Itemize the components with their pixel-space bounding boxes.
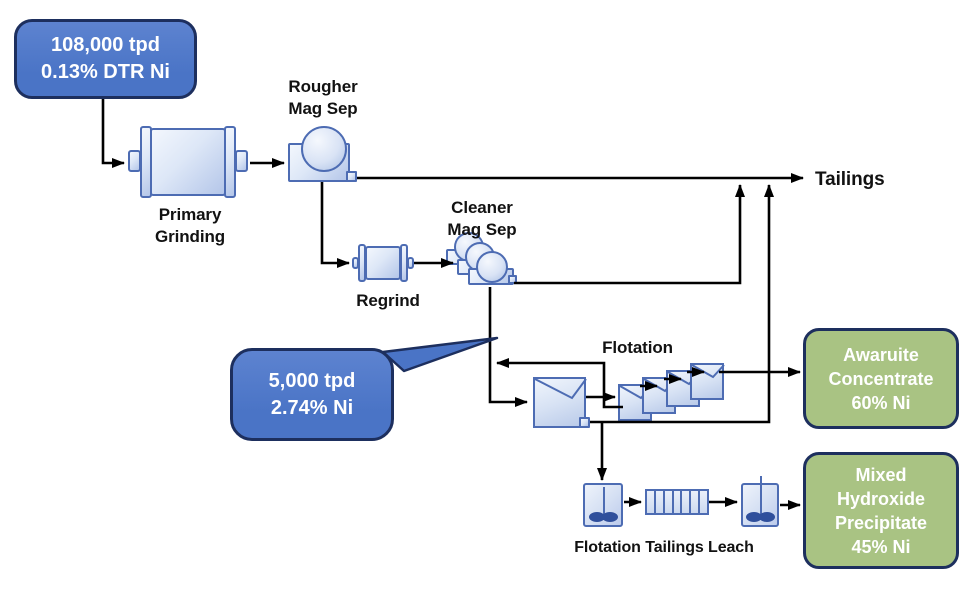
product-line: 45% Ni — [851, 536, 911, 557]
ball-mill-icon — [128, 124, 248, 200]
magsep-drum — [301, 126, 347, 172]
magsep-unit — [468, 251, 521, 289]
filter-icon — [645, 489, 709, 515]
regrind-mill-icon — [352, 242, 414, 284]
filter-plate — [664, 491, 674, 513]
filter-plate — [647, 491, 656, 513]
primary-grinding-label: Primary Grinding — [154, 205, 226, 246]
mixed-hydroxide-precipitate-box: Mixed Hydroxide Precipitate 45% Ni — [803, 452, 959, 569]
product-line: 60% Ni — [851, 392, 911, 413]
magcon-tonnage: 5,000 tpd — [268, 369, 356, 392]
magsep-notch — [346, 171, 357, 182]
feed-tonnage: 108,000 tpd — [51, 34, 160, 56]
callout-pointer — [381, 336, 499, 373]
rougher-mag-separator-icon — [288, 126, 360, 184]
agitator-impeller — [759, 512, 775, 522]
product-line: Precipitate — [834, 512, 928, 533]
cell-discharge-notch — [579, 417, 590, 428]
magcon-grade: 2.74% Ni — [270, 396, 354, 419]
regrind-label: Regrind — [356, 291, 420, 310]
agitator-impeller — [746, 512, 762, 522]
agitator-shaft — [603, 487, 605, 516]
product-line: Mixed — [855, 464, 907, 485]
mill-trunnion — [235, 150, 248, 172]
mill-trunnion — [407, 257, 414, 269]
stream-rougher-mags-to-regrind — [320, 182, 350, 268]
mag-concentrate-callout: 5,000 tpd 2.74% Ni — [230, 348, 394, 441]
feed-grade: 0.13% DTR Ni — [41, 61, 170, 83]
product-line: Concentrate — [828, 368, 934, 389]
leach-tank-icon — [583, 483, 623, 527]
stream-feed-to-mill — [101, 98, 125, 168]
filter-plate — [700, 491, 708, 513]
agitator-shaft — [760, 476, 762, 514]
precipitation-tank-icon — [741, 476, 779, 527]
product-line: Awaruite — [843, 344, 919, 365]
mill-body — [365, 246, 401, 280]
stream-cleaner-mags-to-flotation — [488, 287, 528, 407]
flotation-label: Flotation — [602, 338, 673, 357]
stream-cleaner-nonmags-to-tailings — [514, 184, 745, 285]
filter-plate — [655, 491, 665, 513]
mill-body — [150, 128, 226, 196]
agitator-impeller — [589, 512, 605, 522]
magsep-notch — [508, 275, 517, 284]
tailings-label: Tailings — [815, 169, 885, 190]
awaruite-concentrate-box: Awaruite Concentrate 60% Ni — [803, 328, 959, 429]
agitator-impeller — [602, 512, 618, 522]
rougher-mag-sep-label: Rougher Mag Sep — [288, 77, 358, 118]
cleaner-mag-sep-label: Cleaner Mag Sep — [447, 198, 517, 239]
filter-plate — [673, 491, 683, 513]
product-line: Hydroxide — [836, 488, 926, 509]
flotation-cleaner-cell-icon — [690, 363, 725, 400]
filter-plate — [682, 491, 692, 513]
feed-callout: 108,000 tpd 0.13% DTR Ni — [14, 19, 197, 99]
flotation-tailings-leach-label: Flotation Tailings Leach — [574, 539, 754, 556]
filter-plate — [691, 491, 701, 513]
cleaner-mag-separator-icon — [446, 232, 521, 292]
